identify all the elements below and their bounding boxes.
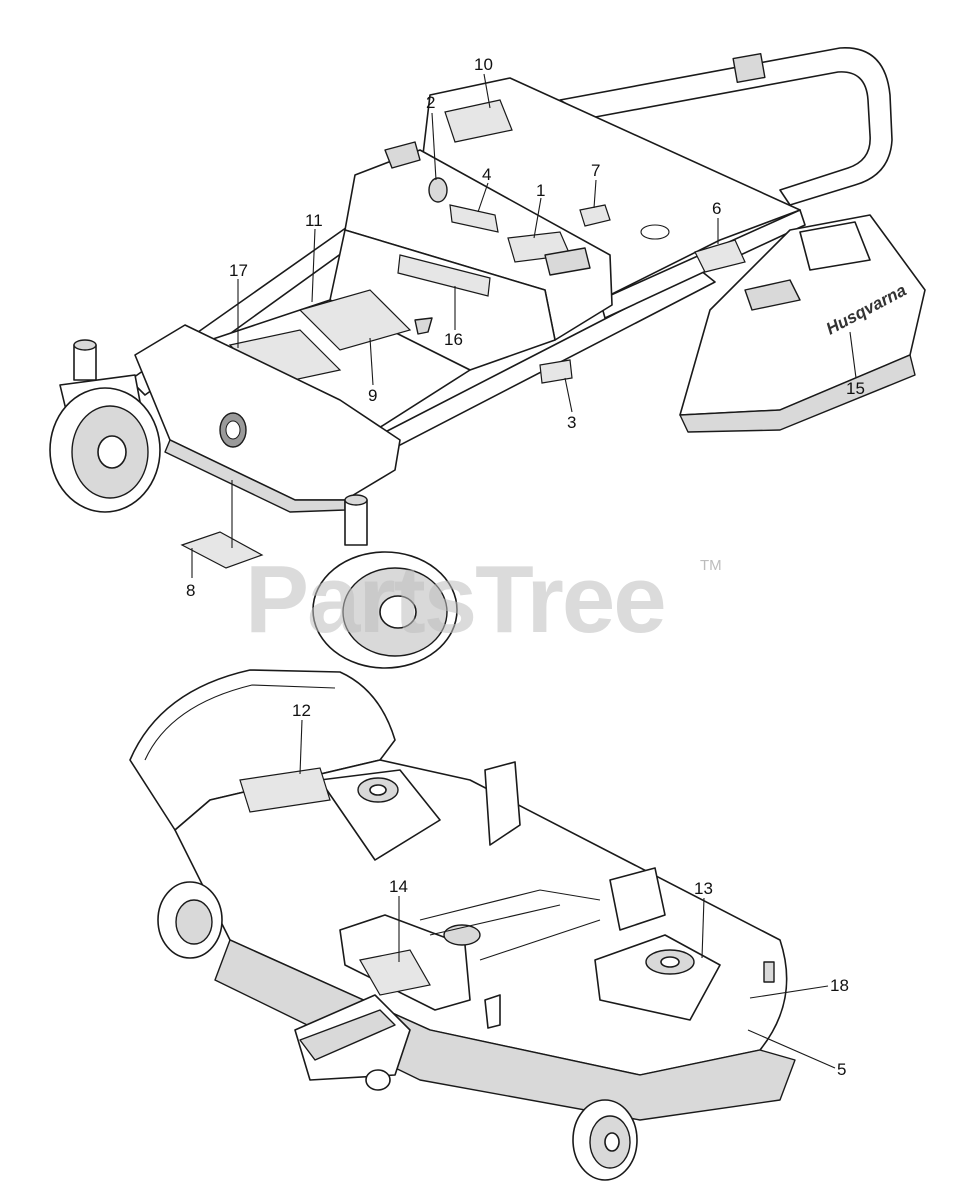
decal-9	[298, 289, 412, 351]
adjust-stud	[763, 961, 775, 983]
decal-12	[239, 767, 331, 813]
decal-10	[444, 99, 513, 143]
lever-right	[544, 247, 591, 276]
callout-4: 4	[482, 165, 491, 184]
top-plate-hole	[640, 224, 670, 240]
watermark-text: PartsTree	[245, 546, 665, 653]
lever-left	[384, 141, 421, 169]
decal-7	[579, 204, 611, 227]
callout-10: 10	[474, 55, 493, 74]
callout-15: 15	[846, 379, 865, 398]
callout-1: 1	[536, 181, 545, 200]
callout-2: 2	[426, 93, 435, 112]
callout-8: 8	[186, 581, 195, 600]
bracket-upper	[484, 761, 521, 846]
rear-handle	[559, 47, 893, 206]
callout-7: 7	[591, 161, 600, 180]
decal-4	[449, 204, 499, 233]
spindle-right	[594, 934, 721, 1021]
handle-grip	[732, 53, 766, 83]
center-bracket	[339, 914, 481, 1011]
callout-11: 11	[305, 211, 323, 230]
callout-17: 17	[229, 261, 248, 280]
callout-12: 12	[292, 701, 311, 720]
callout-16: 16	[444, 330, 463, 349]
callout-18: 18	[830, 976, 849, 995]
deck-front-roller	[294, 994, 411, 1091]
bracket-mid	[609, 867, 666, 931]
decal-6	[694, 239, 746, 273]
callout-5: 5	[837, 1060, 846, 1079]
decal-8	[180, 531, 264, 569]
bracket-small	[484, 994, 501, 1029]
leader-lines	[191, 73, 857, 1069]
decal-3	[539, 359, 573, 384]
belt-linkage	[419, 889, 601, 961]
watermark-trademark: TM	[700, 557, 722, 574]
callout-13: 13	[694, 879, 713, 898]
callout-labels: 10 2 4 1 7 6 11 17 16 9 3 15 8 12 14 13 …	[186, 55, 865, 1079]
husqvarna-logo-emblem	[219, 412, 247, 448]
deck-rear-wheel	[572, 1099, 638, 1181]
spindle-left	[319, 769, 441, 861]
callout-9: 9	[368, 386, 377, 405]
front-left-caster	[49, 339, 161, 513]
console-front	[329, 229, 556, 371]
control-knob-2	[428, 177, 448, 203]
callout-6: 6	[712, 199, 721, 218]
callout-14: 14	[389, 877, 408, 896]
mower-chassis: Husqvarna	[49, 47, 926, 669]
deck-shroud	[129, 669, 396, 831]
deck-left-wheel	[157, 881, 223, 959]
mower-deck	[129, 669, 796, 1181]
rear-body-cover: Husqvarna	[679, 214, 926, 433]
callout-3: 3	[567, 413, 576, 432]
front-right-caster	[312, 494, 458, 669]
decal-16	[397, 254, 491, 297]
clip-16	[414, 317, 433, 335]
